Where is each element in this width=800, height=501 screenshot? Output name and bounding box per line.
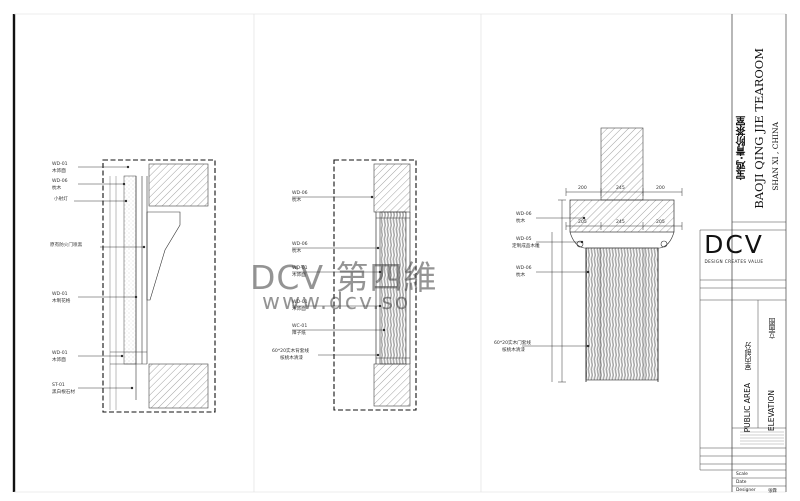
watermark-brand: DCV 第四維 — [250, 258, 438, 297]
area-name-en: PUBLIC AREA — [743, 383, 752, 433]
sheet-frame — [12, 13, 787, 493]
label-b3-text: 木饰面 — [292, 273, 306, 278]
label-a3-text: 小射灯 — [54, 197, 68, 202]
label-c1-text: 枕木 — [516, 219, 526, 224]
label-c3-text: 枕木 — [516, 273, 526, 278]
logo-mark: DCV — [704, 230, 764, 259]
label-b5-text: 障子纸 — [292, 331, 306, 336]
row-label-scale: Scale — [736, 472, 748, 477]
label-b5-code: WC-01 — [292, 324, 308, 329]
project-name-en: BAOJI QING JIE TEAROOM — [752, 48, 766, 209]
label-c1-code: WD-06 — [516, 212, 532, 217]
label-b7-text: 核桃木清漆 — [280, 356, 303, 361]
label-a7-text: 黑白根石材 — [52, 390, 75, 395]
drawing-name-cn: 立面图 — [768, 318, 776, 339]
dim-mid-left: 205 — [578, 220, 587, 225]
label-a6-text: 木饰面 — [52, 358, 66, 363]
row-value-designer: 张霖 — [768, 489, 777, 494]
elevation-drawing-b — [292, 159, 417, 411]
row-label-date: Date — [736, 480, 747, 485]
dim-top-left: 200 — [578, 186, 587, 191]
label-a1-code: WD-01 — [52, 162, 68, 167]
label-a7-code: ST-01 — [52, 383, 65, 388]
label-c2-text: 定制成品木雕 — [512, 244, 540, 249]
label-b1-code: WD-06 — [292, 191, 308, 196]
label-b4-code: WD-01 — [292, 300, 308, 305]
label-b1-text: 枕木 — [292, 198, 302, 203]
project-name-cn: 宝鸡·青阶茶室 — [737, 116, 748, 180]
elevation-drawing-c — [522, 127, 683, 383]
label-a4-text: 原有防火门喷黑 — [50, 243, 83, 248]
label-a6-code: WD-01 — [52, 351, 68, 356]
label-b6-text: 60*20实木背套线 — [272, 349, 309, 354]
label-a5-text: 木制花格 — [52, 299, 71, 304]
drawing-name-en: ELEVATION — [767, 390, 776, 432]
label-c2-code: WD-05 — [516, 237, 532, 242]
project-location: SHAN XI , CHINA — [771, 122, 780, 191]
label-a2-text: 枕木 — [52, 186, 62, 191]
row-label-designer: Designer — [736, 488, 756, 493]
label-a5-code: WD-01 — [52, 292, 68, 297]
label-c4-text: 60*20实木门套线 — [494, 341, 531, 346]
label-b3-code: WD-01 — [292, 266, 308, 271]
label-a2-code: WD-06 — [52, 179, 68, 184]
logo-tagline: DESIGN CREATES VALUE — [704, 259, 764, 264]
elevation-drawing-a — [74, 159, 216, 413]
label-c3-code: WD-06 — [516, 266, 532, 271]
label-b2-code: WD-06 — [292, 242, 308, 247]
dim-top-right: 200 — [656, 186, 665, 191]
label-b2-text: 枕木 — [292, 249, 302, 254]
label-c5-text: 核桃木清漆 — [502, 348, 525, 353]
dim-top-center: 245 — [616, 186, 625, 191]
dim-mid-right: 205 — [656, 220, 665, 225]
title-block-lines — [699, 221, 786, 487]
watermark-url: www.dcv.so — [262, 290, 411, 315]
dim-mid-center: 245 — [616, 220, 625, 225]
dcv-logo: DCV DESIGN CREATES VALUE — [700, 230, 768, 265]
area-name-cn: 室内部分 — [744, 342, 752, 370]
label-a1-text: 木饰面 — [52, 169, 66, 174]
label-b4-text: 木饰面 — [292, 307, 306, 312]
